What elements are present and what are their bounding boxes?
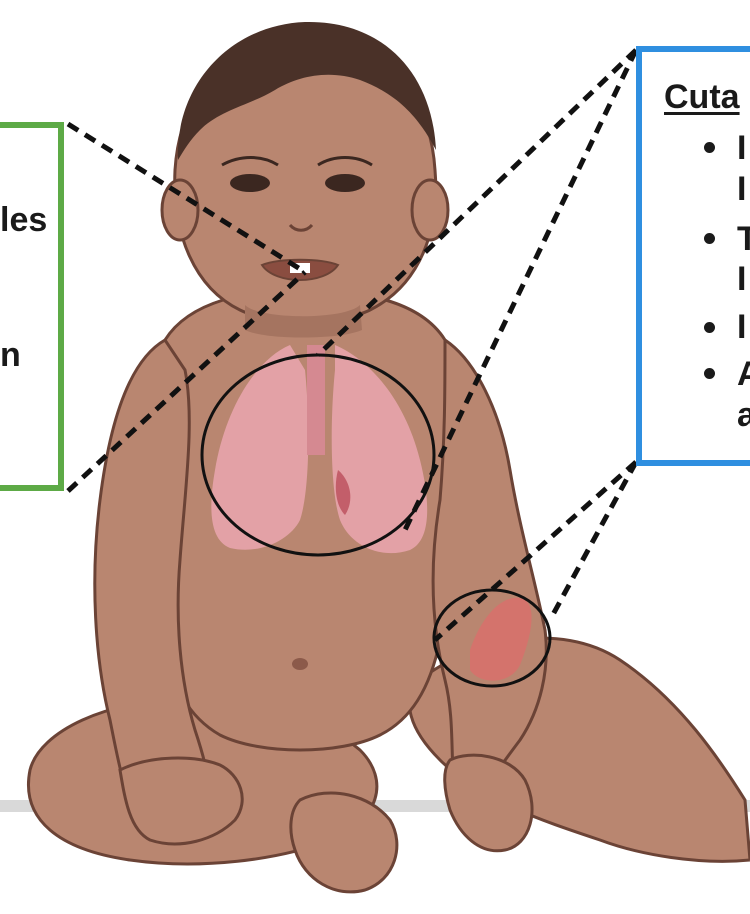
left-callout-box	[0, 122, 64, 491]
right-item-3-line-1: I	[737, 310, 746, 344]
belly-button	[292, 658, 308, 670]
right-item-1-line-2: I	[737, 172, 746, 206]
left-callout-line-1: les	[0, 203, 47, 237]
right-item-1-line-1: I	[737, 131, 746, 165]
bullet-3	[704, 322, 715, 333]
right-item-4-line-2: a	[737, 398, 750, 432]
right-item-2-line-2: I	[737, 262, 746, 296]
right-item-2-line-1: T	[737, 222, 750, 256]
left-callout-line-2: n	[0, 338, 21, 372]
right-callout-title: Cuta	[664, 80, 740, 114]
bullet-4	[704, 368, 715, 379]
bullet-2	[704, 233, 715, 244]
head	[162, 22, 448, 338]
bullet-1	[704, 142, 715, 153]
right-item-4-line-1: A	[737, 357, 750, 391]
